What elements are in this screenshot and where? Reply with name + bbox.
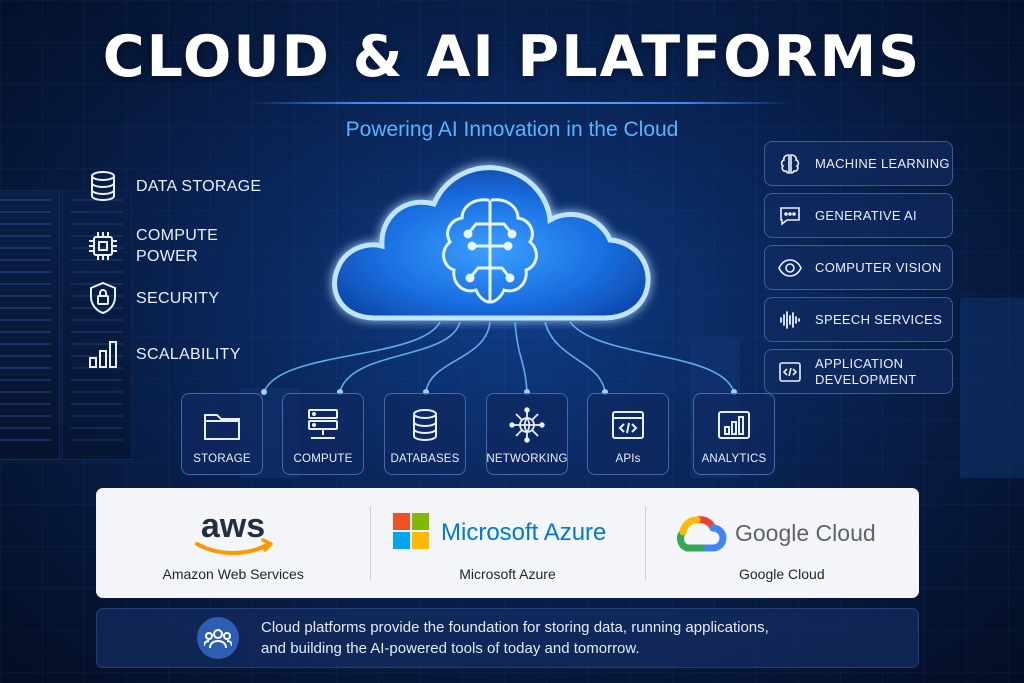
cloud-providers-panel: aws Amazon Web Services Microsoft Azure … [96, 488, 919, 598]
chat-bubble-icon [777, 203, 803, 229]
aws-logo-text: aws [201, 507, 265, 545]
service-computer-vision[interactable]: COMPUTER VISION [764, 245, 953, 290]
feature-label: SCALABILITY [136, 345, 241, 363]
service-application-development[interactable]: APPLICATION DEVELOPMENT [764, 349, 953, 394]
api-window-icon [608, 407, 648, 443]
server-rack-left [0, 190, 60, 460]
service-label: COMPUTER VISION [815, 259, 942, 275]
network-icon [507, 407, 547, 443]
analytics-icon [714, 407, 754, 443]
cpu-chip-icon [86, 229, 120, 263]
users-icon [197, 617, 239, 659]
caption-text: Cloud platforms provide the foundation f… [261, 617, 769, 659]
page-title: CLOUD & AI PLATFORMS [102, 24, 922, 90]
provider-google-cloud[interactable]: Google Cloud Google Cloud [644, 488, 919, 598]
ai-cloud-graphic [320, 150, 660, 330]
service-label: SPEECH SERVICES [815, 311, 943, 327]
tile-label: APIs [615, 453, 641, 465]
skyline-building [960, 298, 1024, 478]
page-subtitle: Powering AI Innovation in the Cloud [345, 118, 679, 141]
tile-databases[interactable]: DATABASES [384, 393, 466, 475]
service-speech-services[interactable]: SPEECH SERVICES [764, 297, 953, 342]
feature-compute-power: COMPUTE POWER [86, 225, 218, 267]
provider-name: Microsoft Azure [459, 566, 556, 582]
feature-label: COMPUTE POWER [136, 227, 219, 265]
caption-line-2: and building the AI-powered tools of tod… [261, 640, 640, 657]
shield-lock-icon [86, 281, 120, 315]
tile-label: STORAGE [193, 453, 251, 465]
service-machine-learning[interactable]: MACHINE LEARNING [764, 141, 953, 186]
database-icon [405, 407, 445, 443]
service-label: GENERATIVE AI [815, 207, 917, 223]
title-divider [250, 102, 790, 104]
bar-chart-icon [86, 337, 120, 371]
waveform-icon [777, 307, 803, 333]
tile-label: COMPUTE [293, 453, 353, 465]
feature-scalability: SCALABILITY [86, 337, 241, 371]
brain-icon [442, 198, 538, 304]
feature-label: SECURITY [136, 289, 220, 307]
tile-apis[interactable]: APIs [587, 393, 669, 475]
microsoft-azure-logo: Microsoft Azure [389, 504, 625, 560]
code-icon [777, 359, 803, 385]
feature-data-storage: DATA STORAGE [86, 169, 261, 203]
provider-azure[interactable]: Microsoft Azure Microsoft Azure [370, 488, 644, 598]
aws-logo: aws [183, 504, 283, 560]
tile-storage[interactable]: STORAGE [181, 393, 263, 475]
folder-icon [202, 407, 242, 443]
provider-aws[interactable]: aws Amazon Web Services [96, 488, 370, 598]
service-label: APPLICATION DEVELOPMENT [815, 355, 917, 387]
service-generative-ai[interactable]: GENERATIVE AI [764, 193, 953, 238]
feature-label: DATA STORAGE [136, 177, 262, 195]
google-cloud-logo-text: Google Cloud [735, 520, 876, 546]
provider-name: Amazon Web Services [162, 566, 304, 582]
feature-security: SECURITY [86, 281, 219, 315]
tile-label: NETWORKING [486, 453, 568, 465]
eye-icon [777, 255, 803, 281]
tile-analytics[interactable]: ANALYTICS [693, 393, 775, 475]
service-label: MACHINE LEARNING [815, 155, 950, 171]
google-cloud-logo: Google Cloud [669, 504, 895, 560]
tile-compute[interactable]: COMPUTE [282, 393, 364, 475]
database-icon [86, 169, 120, 203]
provider-name: Google Cloud [739, 566, 825, 582]
tile-label: DATABASES [390, 453, 460, 465]
tile-networking[interactable]: NETWORKING [486, 393, 568, 475]
caption-panel: Cloud platforms provide the foundation f… [96, 608, 919, 668]
caption-line-1: Cloud platforms provide the foundation f… [261, 619, 769, 636]
azure-logo-text: Microsoft Azure [441, 519, 606, 546]
brain-icon [777, 151, 803, 177]
tile-label: ANALYTICS [701, 453, 767, 465]
server-icon [303, 407, 343, 443]
